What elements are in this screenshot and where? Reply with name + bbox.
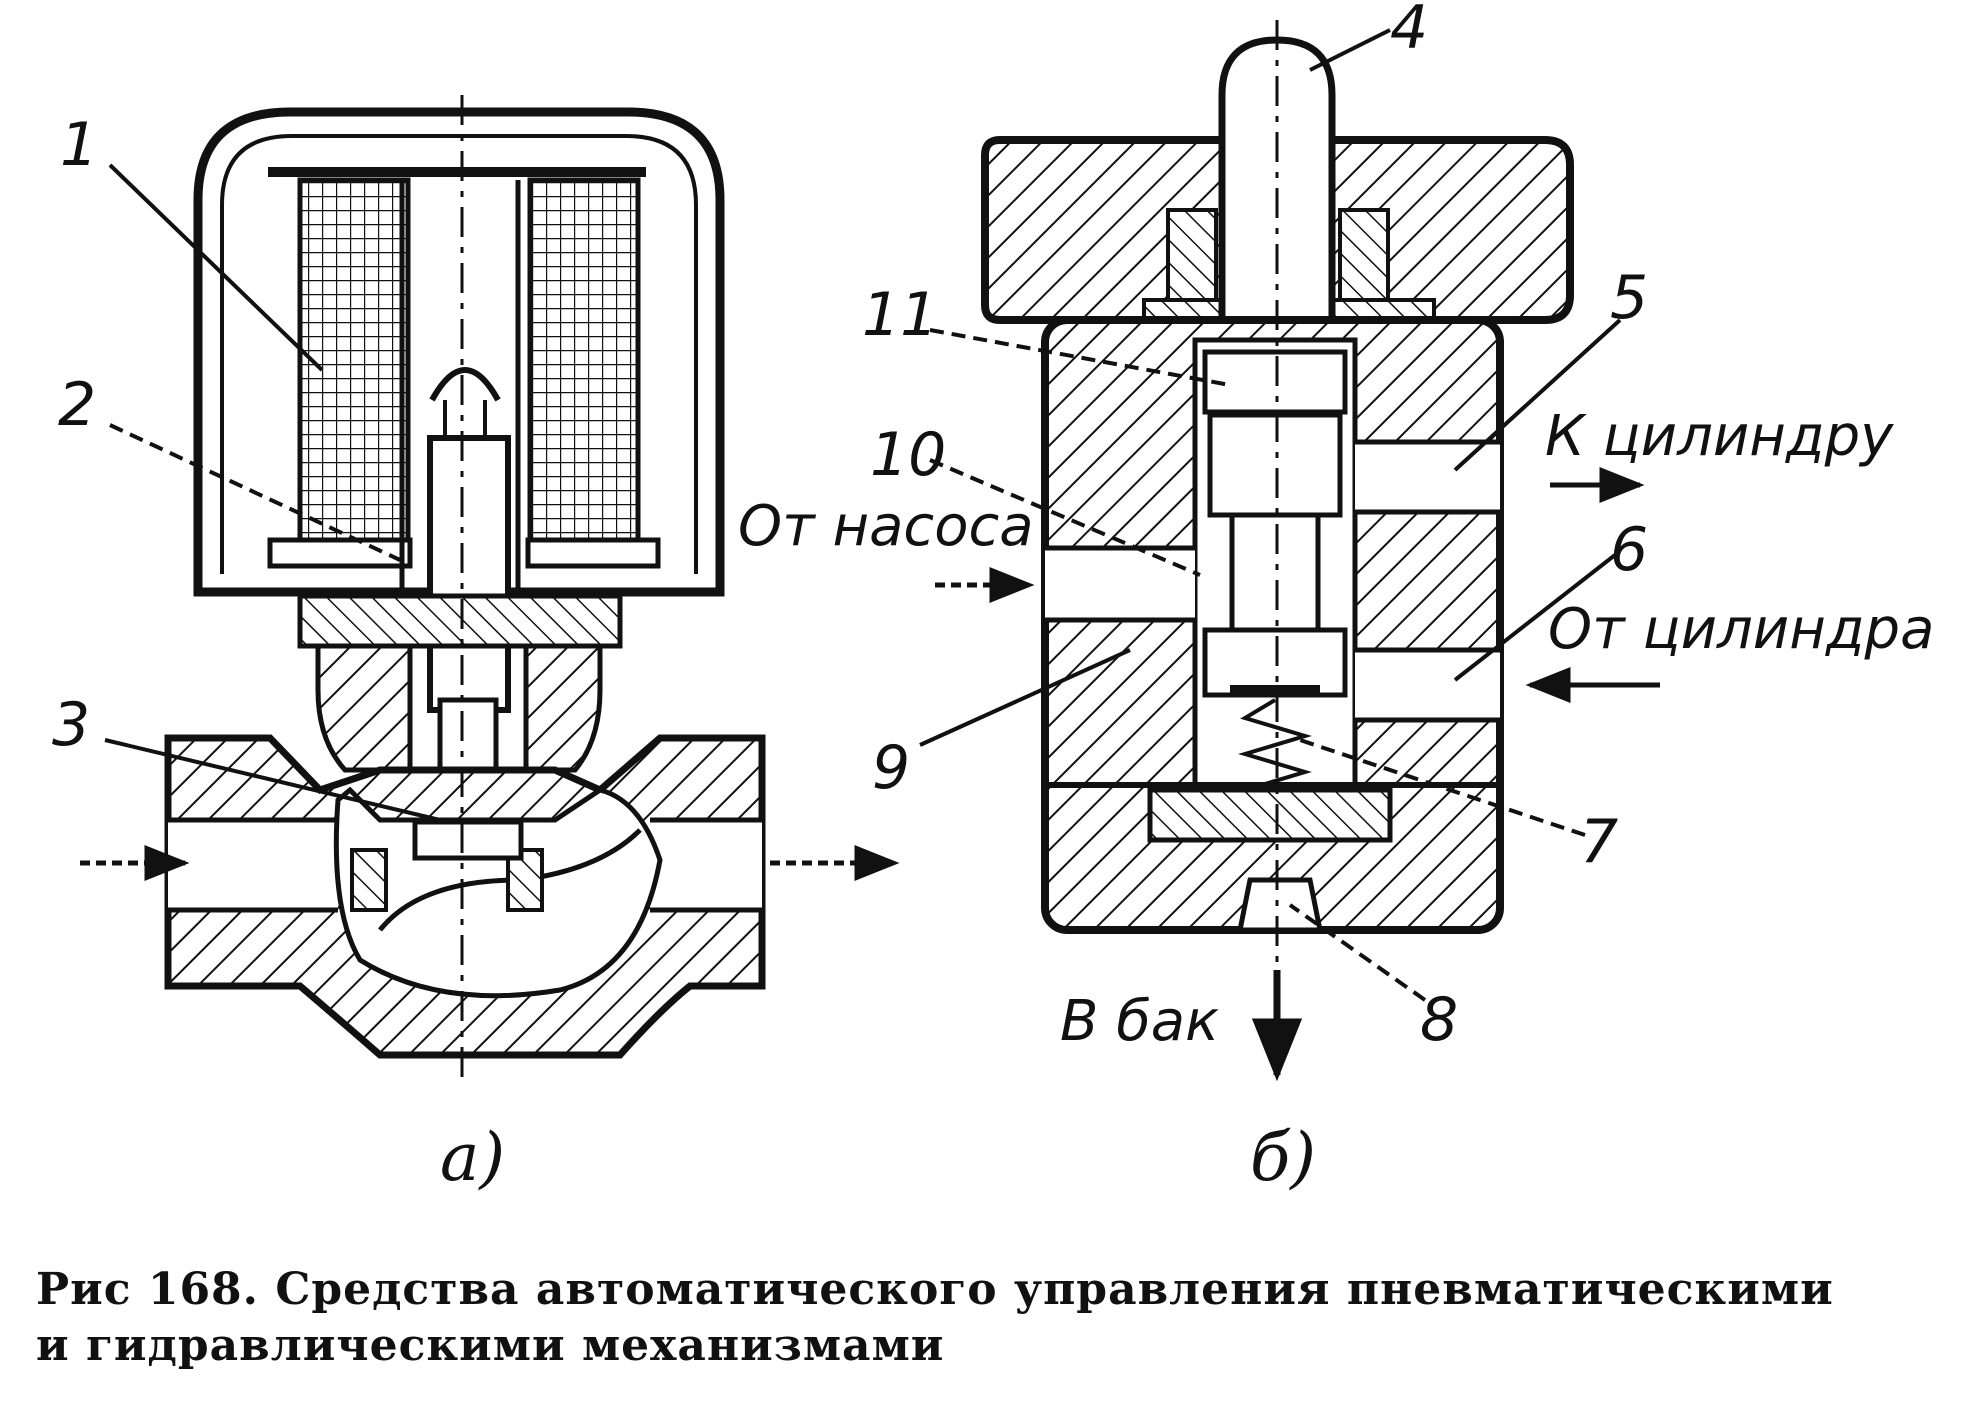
caption-line-1: Рис 168. Средства автоматического управл… (36, 1264, 1834, 1315)
hydraulic-valve-drawing (919, 20, 1660, 1082)
callout-10: 10 (870, 420, 946, 490)
solenoid-valve-drawing (80, 95, 900, 1080)
valve-neck (315, 643, 413, 773)
spool-land-bottom (1202, 627, 1348, 698)
sublabel-b: б) (1250, 1119, 1316, 1196)
sublabel-a: а) (440, 1119, 505, 1196)
bottom-plate (1147, 787, 1393, 843)
callout-1: 1 (60, 110, 98, 180)
label-to-cylinder: К цилиндру (1545, 404, 1894, 469)
callout-5: 5 (1610, 263, 1648, 333)
callout-8: 8 (1420, 985, 1458, 1055)
caption-line-2: и гидравлическими механизмами (36, 1320, 945, 1371)
coil-winding-right (527, 177, 641, 553)
callout-11: 11 (862, 280, 938, 350)
callout-3: 3 (52, 690, 90, 760)
spool-land-top (1202, 349, 1348, 415)
callout-4: 4 (1390, 0, 1428, 63)
valve-disc (412, 819, 524, 861)
callout-7: 7 (1580, 807, 1618, 877)
solenoid-housing (193, 107, 725, 597)
label-to-tank: В бак (1060, 989, 1219, 1054)
figure-caption: Рис 168. Средства автоматического управл… (36, 1262, 1936, 1374)
callout-6: 6 (1610, 515, 1648, 585)
label-from-cylinder: От цилиндра (1548, 597, 1934, 662)
callout-9: 9 (872, 733, 910, 803)
callout-2: 2 (58, 370, 96, 440)
plunger (427, 435, 511, 713)
label-from-pump: От насоса (738, 494, 1034, 559)
